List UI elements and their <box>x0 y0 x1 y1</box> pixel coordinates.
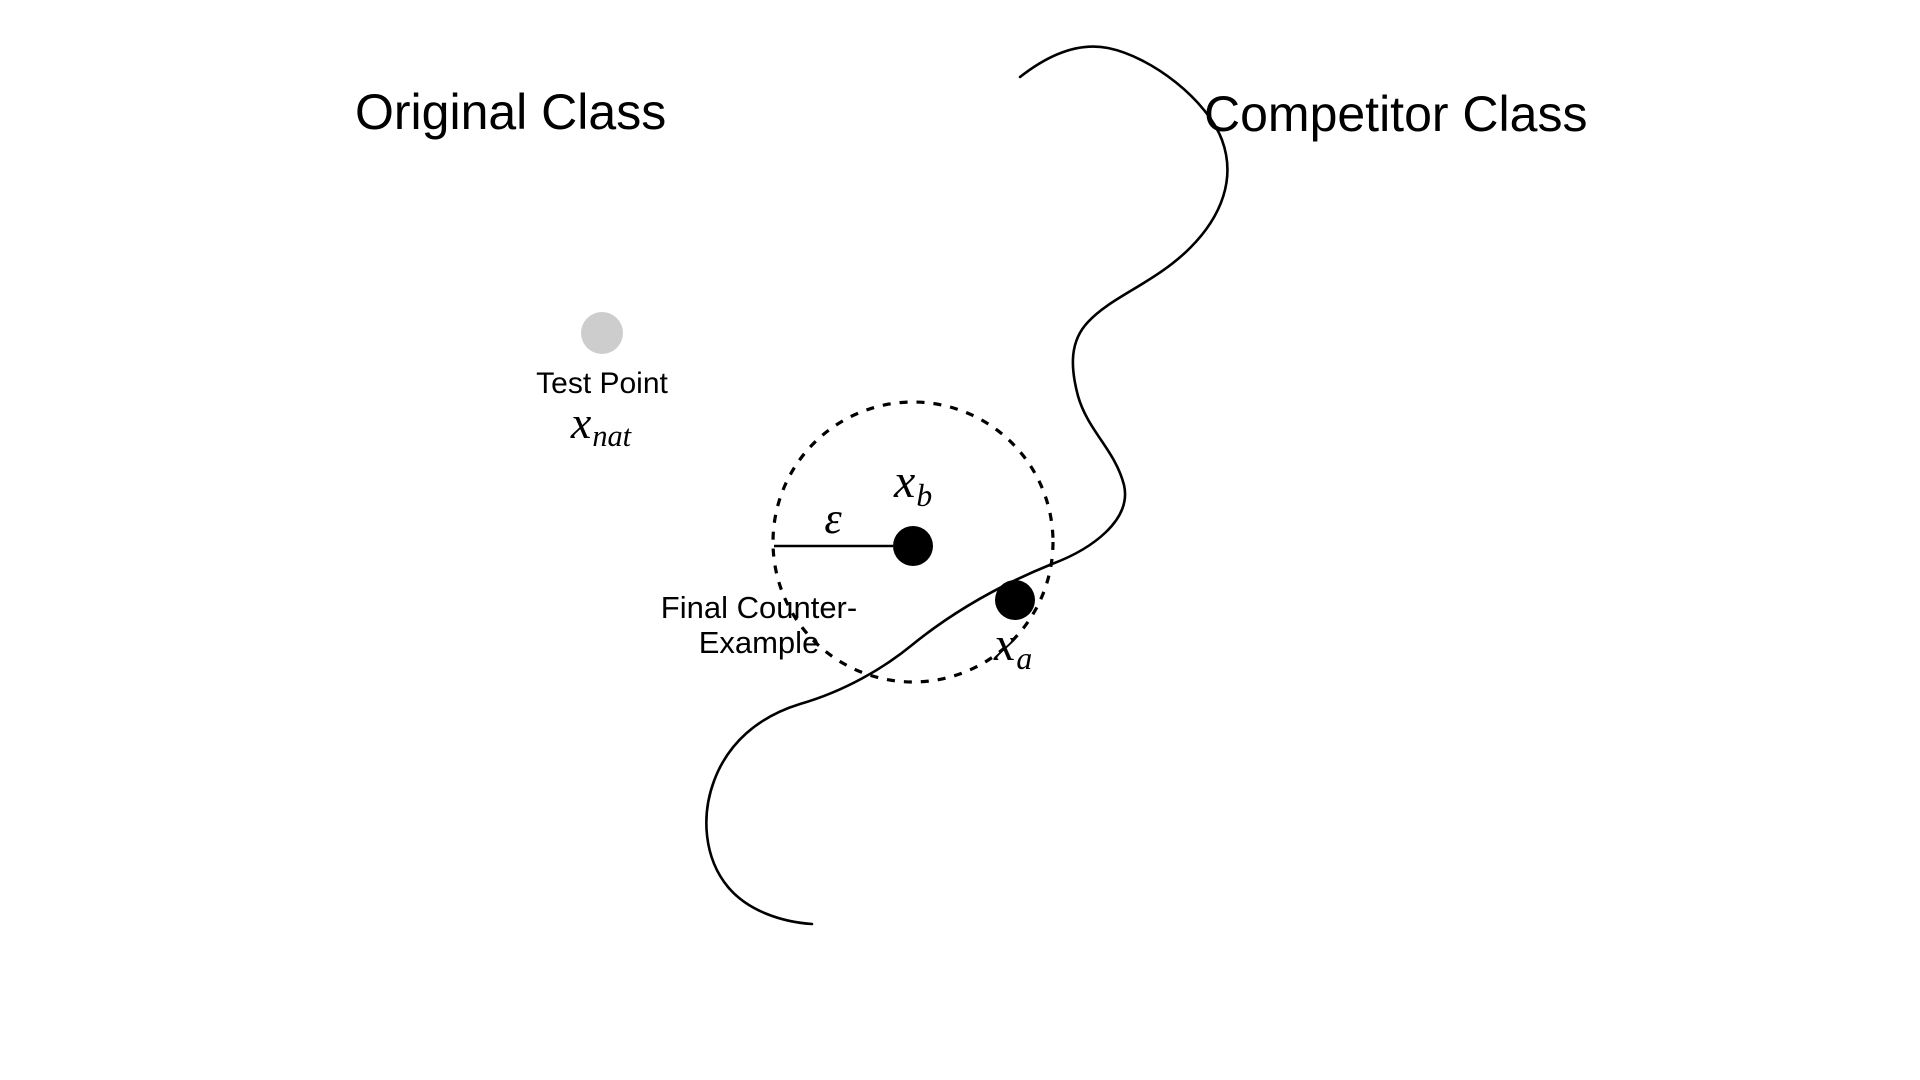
xb-label: xb <box>894 458 932 520</box>
xa-dot <box>995 580 1035 620</box>
original-class-title: Original Class <box>355 84 667 140</box>
decision-boundary-curve <box>705 45 1229 926</box>
xa-label: xa <box>994 621 1032 683</box>
final-counter-example-line2: Example <box>698 625 820 660</box>
xb-label-base: x <box>894 455 916 508</box>
final-counter-example-label: Final Counter- Example <box>661 590 857 660</box>
test-point-dot <box>581 312 623 354</box>
test-point-caption: Test Point <box>536 367 668 400</box>
xb-dot <box>893 526 933 566</box>
epsilon-ball-circle <box>771 400 1055 684</box>
final-counter-example-line1: Final Counter- <box>660 590 858 625</box>
competitor-class-title: Competitor Class <box>1204 86 1588 142</box>
test-point-symbol: xnat <box>571 400 631 459</box>
epsilon-label: ε <box>824 494 842 543</box>
test-point-symbol-subscript: nat <box>592 419 632 454</box>
test-point-symbol-base: x <box>570 397 592 448</box>
xb-label-subscript: b <box>916 477 933 513</box>
xa-label-base: x <box>994 618 1016 671</box>
xa-label-subscript: a <box>1016 640 1033 676</box>
